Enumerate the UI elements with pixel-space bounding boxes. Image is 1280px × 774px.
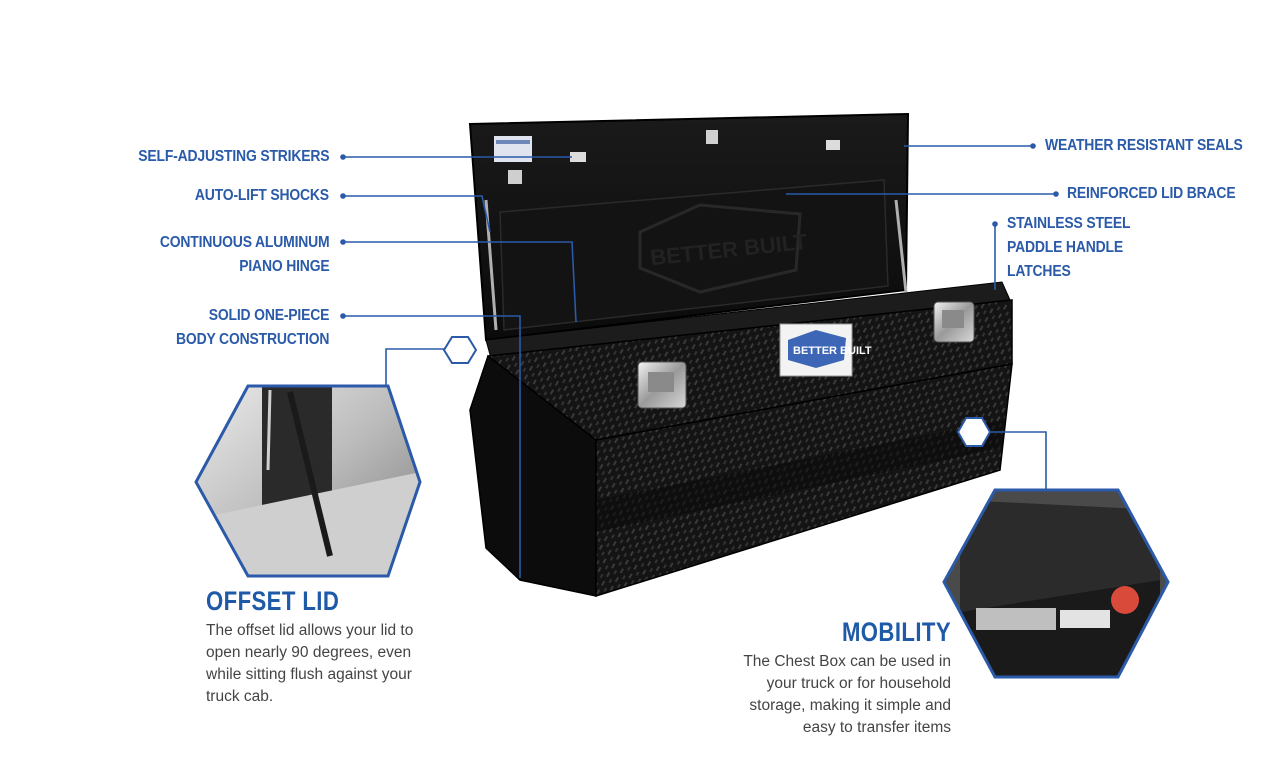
lid-brace-panel <box>499 179 889 331</box>
callout-piano-hinge-line2: PIANO HINGE <box>238 258 329 275</box>
callout-one-piece-body-line1: SOLID ONE-PIECE <box>208 307 329 324</box>
brand-badge: BETTER BUILT <box>779 323 872 377</box>
mobility-inset <box>942 417 1170 679</box>
gas-shock-right <box>894 199 908 293</box>
offset-lid-line: open nearly 90 degrees, even <box>206 644 412 661</box>
callout-lid-brace: REINFORCED LID BRACE <box>1067 185 1236 202</box>
callout-self-adjusting-strikers: SELF-ADJUSTING STRIKERS <box>137 148 329 165</box>
callout-leaders-right <box>786 143 1059 290</box>
callout-piano-hinge-line1: CONTINUOUS ALUMINUM <box>159 234 329 251</box>
callout-one-piece-body: SOLID ONE-PIECE BODY CONSTRUCTION <box>176 304 329 352</box>
mobility-description: The Chest Box can be used in your truck … <box>743 651 951 739</box>
small-hex-marker <box>956 417 992 447</box>
striker-left <box>570 152 586 162</box>
callout-leaders-left <box>340 154 577 578</box>
offset-lid-line: while sitting flush against your <box>206 666 412 683</box>
mobility-line: your truck or for household <box>766 675 951 692</box>
mobility-line: The Chest Box can be used in <box>743 653 951 670</box>
offset-lid-line: The offset lid allows your lid to <box>206 622 414 639</box>
callout-paddle-latches-line1: STAINLESS STEEL <box>1007 215 1131 232</box>
paddle-latch-right <box>933 301 975 343</box>
callout-auto-lift-shocks: AUTO-LIFT SHOCKS <box>194 187 329 204</box>
callout-paddle-latches: STAINLESS STEEL PADDLE HANDLE LATCHES <box>1007 212 1131 284</box>
striker-right <box>826 140 840 150</box>
small-hex-marker <box>442 336 478 364</box>
callout-paddle-latches-line3: LATCHES <box>1007 263 1071 280</box>
mobility-line: storage, making it simple and <box>749 697 951 714</box>
mobility-title: MOBILITY <box>841 617 951 647</box>
svg-text:BETTER BUILT: BETTER BUILT <box>793 345 872 357</box>
lid-sticker <box>494 136 532 162</box>
offset-lid-title: OFFSET LID <box>206 586 340 616</box>
callout-weather-seals: WEATHER RESISTANT SEALS <box>1045 137 1243 154</box>
offset-lid-line: truck cab. <box>206 688 274 705</box>
paddle-latch-left <box>637 361 687 409</box>
mobility-line: easy to transfer items <box>802 719 951 736</box>
callout-one-piece-body-line2: BODY CONSTRUCTION <box>175 331 329 348</box>
chest-tool-box: BETTER BUILT BETT <box>468 112 1013 598</box>
callout-paddle-latches-line2: PADDLE HANDLE <box>1007 239 1123 256</box>
callout-piano-hinge: CONTINUOUS ALUMINUM PIANO HINGE <box>159 231 329 279</box>
offset-lid-description: The offset lid allows your lid to open n… <box>206 620 413 708</box>
offset-lid-inset <box>194 336 478 578</box>
